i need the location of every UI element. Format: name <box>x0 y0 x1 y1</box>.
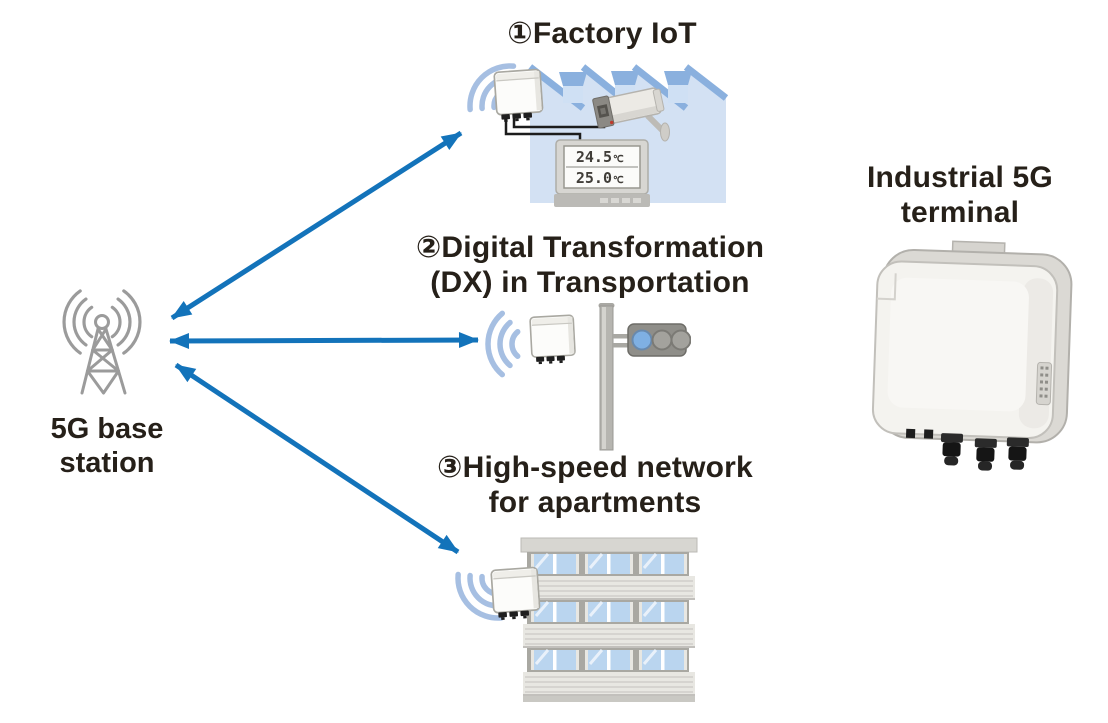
security-camera-icon <box>592 87 670 142</box>
use-case-1-title: ①Factory IoT <box>430 16 774 51</box>
terminal-vent <box>1035 361 1053 406</box>
temperature-unit-top: ℃ <box>613 154 624 165</box>
industrial-terminal-photo <box>871 240 1073 471</box>
use-case-3-title-line1: ③High-speed network <box>437 451 753 484</box>
antenna-tower-icon <box>62 289 142 395</box>
use-case-3-title: ③High-speed network for apartments <box>398 450 792 520</box>
temperature-reading-top: 24.5 <box>576 148 612 166</box>
thermometer-display: 24.5 ℃ 25.0 ℃ <box>554 139 650 207</box>
arrow-base-to-transportation <box>169 332 479 349</box>
temperature-reading-bottom: 25.0 <box>576 169 612 187</box>
factory-iot-illustration: 24.5 ℃ 25.0 ℃ <box>452 56 728 207</box>
radio-waves-icon <box>62 289 142 355</box>
traffic-light-gray-2 <box>670 329 691 351</box>
use-case-2-title-line1: ②Digital Transformation <box>415 231 765 264</box>
sensor-wire <box>504 118 582 142</box>
base-station-label: 5G base station <box>22 412 192 480</box>
industrial-terminal-label: Industrial 5G terminal <box>840 160 1080 230</box>
temperature-unit-bottom: ℃ <box>613 175 624 186</box>
use-case-3-title-line2: for apartments <box>488 486 702 519</box>
cable-glands <box>940 433 1029 471</box>
apartment-window-rows <box>523 552 695 702</box>
base-station-label-line1: 5G base <box>50 413 164 445</box>
use-case-2-title-line2: (DX) in Transportation <box>430 266 750 299</box>
transportation-illustration <box>476 303 691 451</box>
use-case-1-title-line1: ①Factory IoT <box>507 17 697 50</box>
traffic-wifi-waves-icon <box>488 313 518 374</box>
use-case-2-title: ②Digital Transformation (DX) in Transpor… <box>378 230 802 300</box>
arrow-base-to-factory <box>170 130 463 321</box>
arrow-base-to-apartments <box>174 362 460 555</box>
apartment-building-icon <box>520 537 698 702</box>
traffic-light-icon <box>598 303 691 451</box>
apartment-illustration <box>450 537 698 702</box>
industrial-terminal-label-line2: terminal <box>900 196 1020 229</box>
base-station-label-line2: station <box>59 447 155 479</box>
traffic-light-gray-1 <box>651 329 673 351</box>
traffic-light-blue <box>631 329 653 351</box>
apartment-balconies <box>523 576 695 696</box>
industrial-terminal-label-line1: Industrial 5G <box>867 161 1053 194</box>
traffic-terminal-icon <box>529 314 577 366</box>
